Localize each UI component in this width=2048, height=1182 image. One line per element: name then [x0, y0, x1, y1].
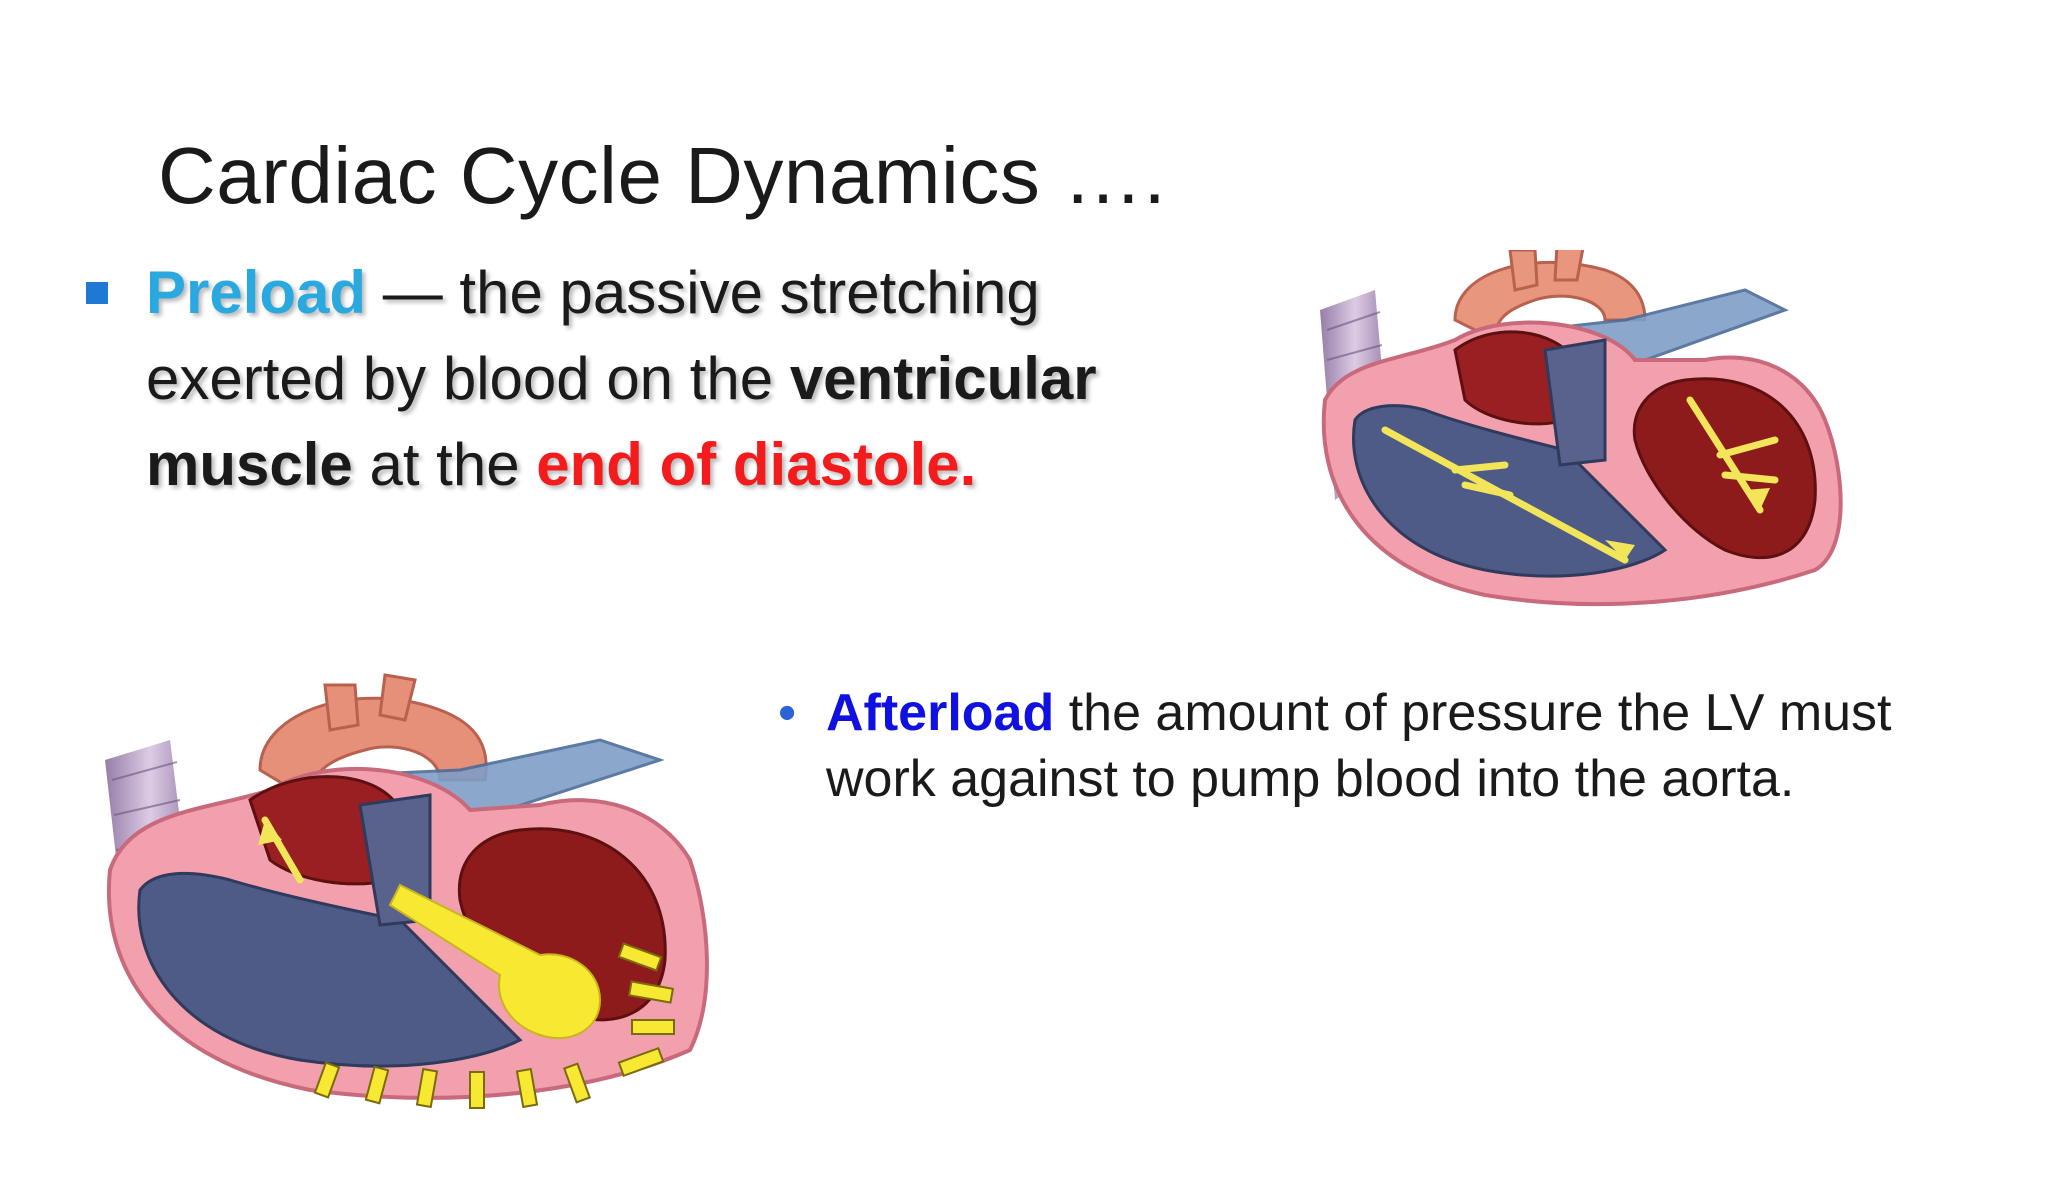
afterload-definition: Afterload the amount of pressure the LV … — [826, 680, 1928, 812]
slide-title: Cardiac Cycle Dynamics …. — [158, 131, 1167, 220]
preload-bullet: Preload — the passive stretching exerted… — [86, 250, 1206, 508]
heart-systole-illustration — [105, 673, 709, 1109]
heart-diastole-illustration — [1320, 250, 1843, 607]
preload-bold-term: ventricular muscle — [146, 345, 1097, 498]
preload-definition: Preload — the passive stretching exerted… — [146, 250, 1206, 508]
preload-text-segment-1: — the passive stretching exerted by bloo… — [146, 259, 1040, 412]
afterload-bullet: • Afterload the amount of pressure the L… — [778, 680, 1928, 812]
preload-text-segment-2: at the — [352, 431, 537, 498]
afterload-term: Afterload — [826, 684, 1055, 742]
preload-term: Preload — [146, 259, 367, 326]
afterload-text: the amount of pressure the LV must work … — [826, 684, 1892, 808]
dot-bullet-icon: • — [778, 684, 797, 742]
square-bullet-icon — [86, 282, 108, 304]
preload-highlight: end of diastole. — [536, 431, 977, 498]
